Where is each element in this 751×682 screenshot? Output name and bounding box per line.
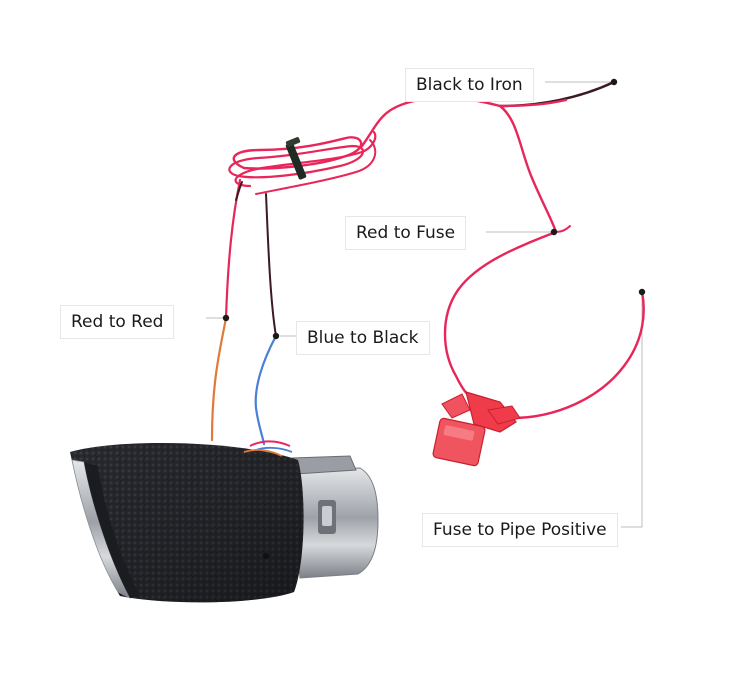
wire-fuse-short [555,225,571,233]
exhaust-screw-hole [262,553,270,559]
connection-points [222,78,646,340]
wire-fuse-left-leg [443,230,558,400]
label-fuse-to-pipe-positive: Fuse to Pipe Positive [422,513,618,547]
wire-coil-tail [255,139,377,195]
wire-fuse-right-leg [510,290,645,420]
wire-to-black-iron-red [498,98,568,108]
leader-lines [206,81,643,528]
label-blue-to-black: Blue to Black [296,321,430,355]
wire-dark-tail [235,181,243,201]
wire-coil [232,136,363,170]
wire-harness [210,80,645,446]
point-fuse-pipe [638,288,646,296]
label-red-to-fuse: Red to Fuse [345,216,467,250]
label-black-to-iron: Black to Iron [405,68,534,102]
point-blue-black [272,332,280,340]
point-black-iron [610,78,618,86]
leader-fuse-pipe [621,292,643,528]
fuse-holder-icon [432,391,521,467]
cable-tie-icon [285,137,307,180]
point-red-fuse [550,228,558,236]
wire-coil-inner [228,144,365,179]
wire-coil-outer [234,130,377,188]
point-red-red [222,314,230,322]
wire-blue-down [254,334,278,446]
exhaust-tip-icon [70,440,379,603]
wire-to-red-fuse [498,104,558,234]
wire-main-run [360,96,502,148]
wire-red-down [224,178,242,320]
wire-orange-down [210,316,228,442]
label-red-to-red: Red to Red [60,305,175,339]
wire-dark-down [265,193,277,337]
